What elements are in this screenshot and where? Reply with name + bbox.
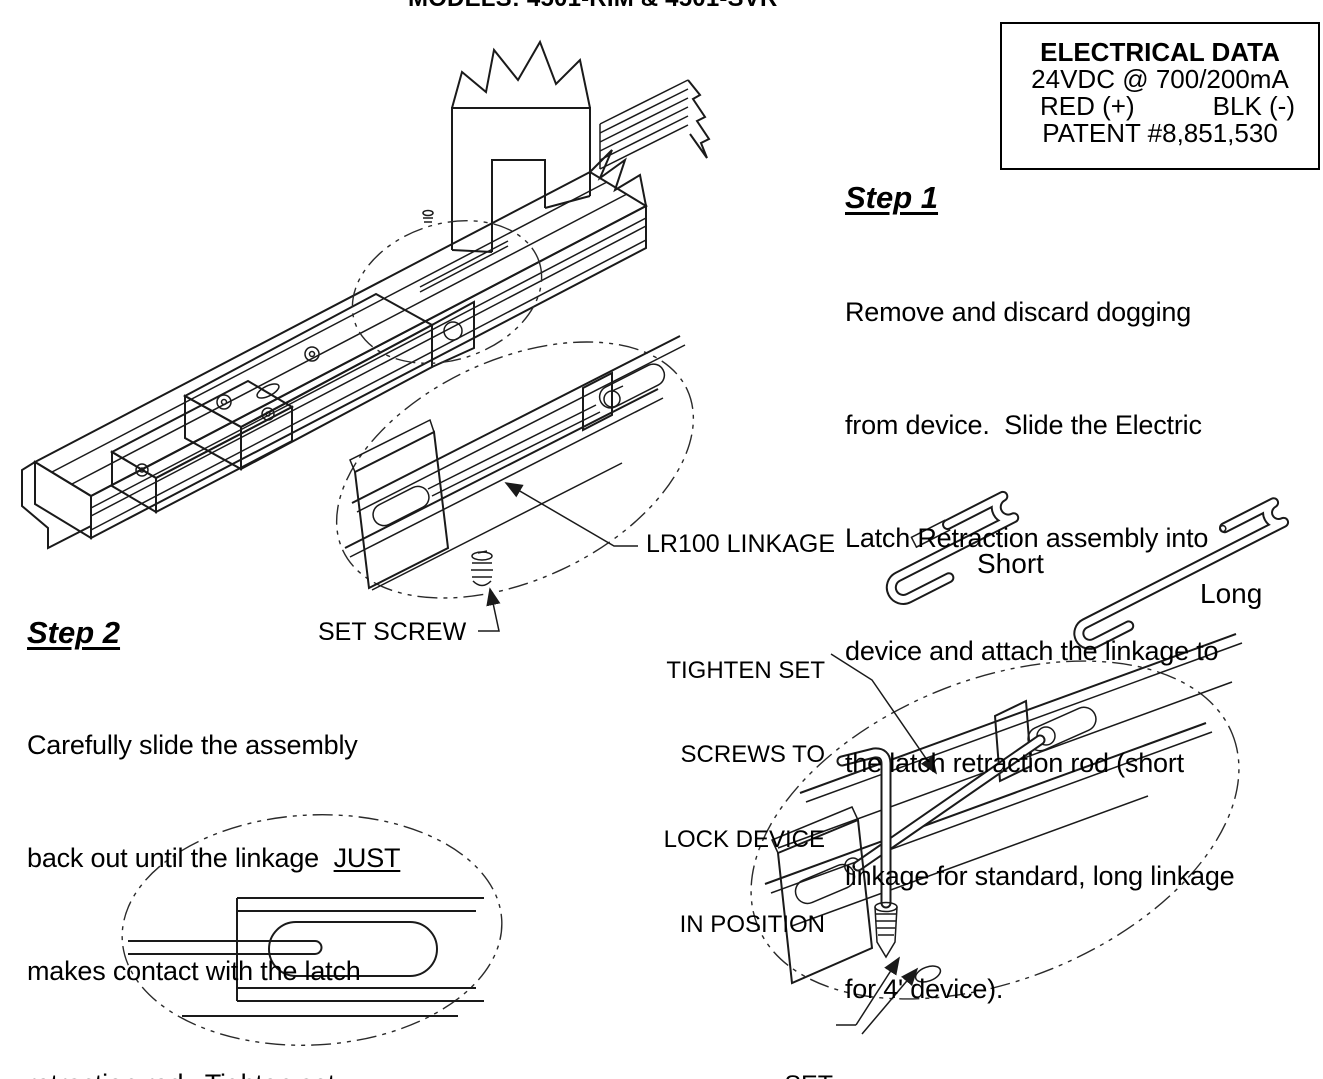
short-linkage-drawing: [885, 490, 1020, 605]
step1-heading: Step 1: [845, 180, 939, 215]
step1-line: device and attach the linkage to: [845, 635, 1219, 666]
linkage-detail-drawing: [335, 335, 695, 599]
electrical-data-polarity: RED (+) BLK (-): [1002, 93, 1318, 120]
long-linkage-drawing: [1073, 497, 1290, 650]
set-screws-leader-arrow-2: [861, 967, 919, 1035]
step2-line: Carefully slide the assembly: [27, 730, 358, 761]
step1-line: the latch retraction rod (short: [845, 748, 1184, 779]
lr100-leader-arrow: [504, 482, 638, 547]
step1-line: Latch Retraction assembly into: [845, 522, 1209, 553]
page-title: MODELS: 4501-RIM & 4501-SVR: [408, 0, 778, 13]
step2-body: Carefully slide the assembly back out un…: [27, 652, 401, 1079]
step2-line: back out until the linkage JUST: [27, 842, 401, 873]
set-screws-label: SET SCREWS: [700, 1010, 833, 1079]
rod-contact-detail-drawing: [121, 814, 503, 1046]
leader-lines: [478, 482, 938, 1035]
step1-body: Remove and discard dogging from device. …: [845, 219, 1235, 1079]
tighten-set-screws-label: TIGHTEN SET SCREWS TO LOCK DEVICE IN POS…: [663, 656, 825, 939]
electrical-data-title: ELECTRICAL DATA: [1040, 37, 1280, 67]
step1-line: for 4' device).: [845, 973, 1004, 1004]
set-screws-leader-arrow-1: [855, 956, 900, 1026]
just-underlined: JUST: [333, 842, 401, 873]
electrical-data-power: 24VDC @ 700/200mA: [1031, 64, 1289, 94]
set-screw-leader-arrow: [478, 587, 501, 632]
step2-line: makes contact with the latch: [27, 955, 361, 986]
step1-line: linkage for standard, long linkage: [845, 861, 1235, 892]
main-assembly-drawing: [21, 39, 711, 550]
step1-line: Remove and discard dogging: [845, 297, 1192, 328]
short-linkage-label: Short: [977, 548, 1044, 579]
electrical-data-red: RED (+): [1040, 91, 1135, 121]
allen-key-detail-drawing: [750, 633, 1243, 1000]
electrical-data-box: ELECTRICAL DATA 24VDC @ 700/200mA RED (+…: [1000, 22, 1320, 170]
lr100-linkage-label: LR100 LINKAGE: [646, 530, 835, 558]
step2-heading: Step 2: [27, 615, 121, 650]
long-linkage-label: Long: [1200, 578, 1263, 609]
electrical-data-blk: BLK (-): [1212, 91, 1295, 121]
tighten-leader-arrow: [830, 653, 938, 775]
detail-source-circle: [351, 220, 543, 364]
electrical-data-patent: PATENT #8,851,530: [1042, 118, 1278, 148]
step2-line: retraction rod. Tighten set: [27, 1066, 400, 1079]
set-screw-label: SET SCREW: [318, 618, 467, 646]
step1-line: from device. Slide the Electric: [845, 409, 1202, 440]
